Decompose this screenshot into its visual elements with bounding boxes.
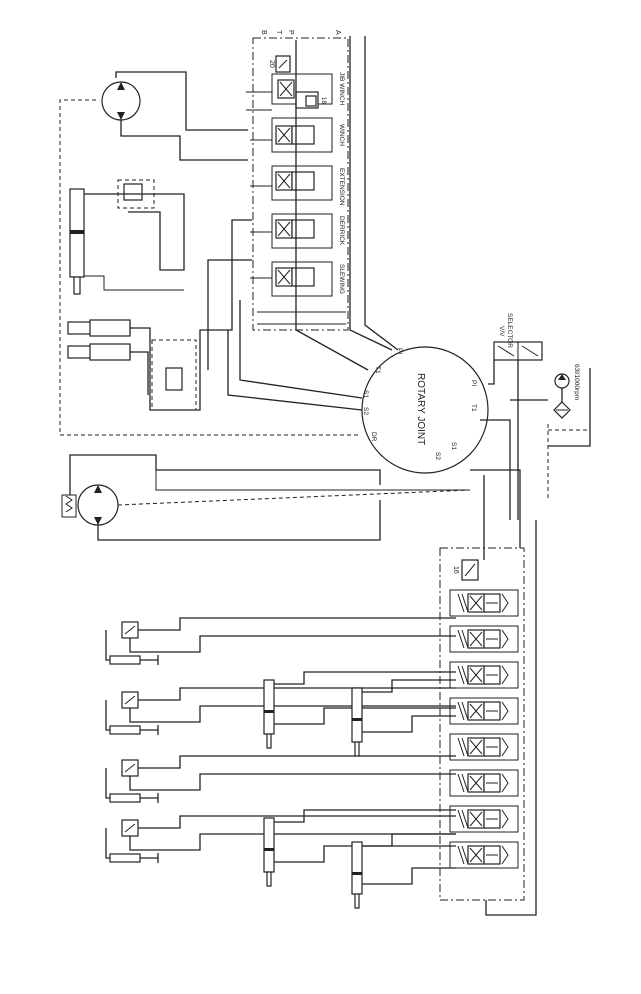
upper-valve-bank: B T P A 20 18 JIB WINCH WINCH EXTENSION — [246, 30, 349, 331]
outrigger-assembly — [105, 815, 456, 863]
relief-20-label: 20 — [268, 60, 275, 68]
rotary-port-label: S2 — [362, 407, 369, 415]
upper-section-jib-winch: 18 JIB WINCH — [271, 72, 345, 109]
upper-section-slewing: SLEWING — [271, 261, 345, 297]
rotary-port-label: T1 — [470, 404, 477, 412]
lower-valve-sections — [449, 589, 519, 869]
extension-cylinder — [69, 179, 185, 295]
lower-valve-section — [449, 805, 519, 833]
pump-label: 63l/1000rpm — [573, 364, 580, 400]
upper-section-extension: EXTENSION — [271, 165, 345, 206]
outrigger-assembly — [105, 687, 456, 735]
upper-section-winch: WINCH — [271, 117, 345, 153]
rotary-port-label: S1 — [362, 390, 369, 398]
rotary-port-label: S2 — [434, 452, 441, 460]
jack-cylinder — [351, 679, 456, 757]
lower-valve-bank: 16 — [439, 547, 525, 901]
selector-label: SELECTOR — [506, 313, 513, 348]
port-a-label: A — [334, 30, 341, 35]
lower-bank-feed — [483, 475, 537, 916]
rotary-port-label: PI — [396, 348, 403, 354]
slew-motor-lower — [61, 454, 471, 541]
rotary-port-label: S1 — [450, 442, 457, 450]
port-b-label: B — [260, 30, 267, 35]
lower-valve-section — [449, 841, 519, 869]
selector-sub-label: V/V — [498, 326, 505, 337]
port-p-label: P — [287, 30, 294, 35]
main-pump: 63l/1000rpm — [554, 364, 580, 400]
rotary-port-label: PI — [470, 380, 477, 386]
jack-cylinder — [263, 671, 456, 749]
section-label: DERRICK — [338, 216, 345, 246]
rotary-port-label: T1 — [374, 366, 381, 374]
lower-valve-section — [449, 589, 519, 617]
lower-actuators — [105, 617, 456, 909]
lower-valve-section — [449, 625, 519, 653]
drain-line-upper — [59, 99, 360, 436]
pressure-line-upper — [349, 36, 393, 351]
section-label: EXTENSION — [338, 168, 345, 206]
upper-section-derrick: DERRICK — [271, 213, 345, 249]
selector-valve: SELECTOR V/V — [493, 313, 543, 361]
section-label: SLEWING — [338, 264, 345, 294]
lower-valve-section — [449, 769, 519, 797]
outrigger-assembly — [105, 617, 456, 665]
winch-motor-upper — [101, 71, 248, 161]
relief-18-label: 18 — [320, 97, 326, 104]
upper-bank-outline — [252, 37, 349, 331]
section-label: WINCH — [338, 124, 345, 146]
jack-cylinder — [351, 833, 456, 909]
selector-lines — [480, 360, 548, 520]
rotary-joint: ROTARY JOINT PI T1 S1 S2 DR PI T1 S1 S2 — [361, 346, 489, 474]
lower-bank-outline — [439, 547, 525, 901]
rotary-port-label: DR — [370, 432, 377, 442]
section-label: JIB WINCH — [338, 72, 345, 106]
port-t-label: T — [275, 30, 282, 35]
lower-valve-section — [449, 697, 519, 725]
relief-16-label: 16 — [452, 566, 459, 574]
lower-valve-section — [449, 661, 519, 689]
filter-tank — [548, 368, 591, 447]
lower-valve-section — [449, 733, 519, 761]
rotary-joint-label: ROTARY JOINT — [415, 373, 426, 445]
outrigger-assembly — [105, 755, 456, 803]
derrick-cylinders — [67, 219, 252, 411]
